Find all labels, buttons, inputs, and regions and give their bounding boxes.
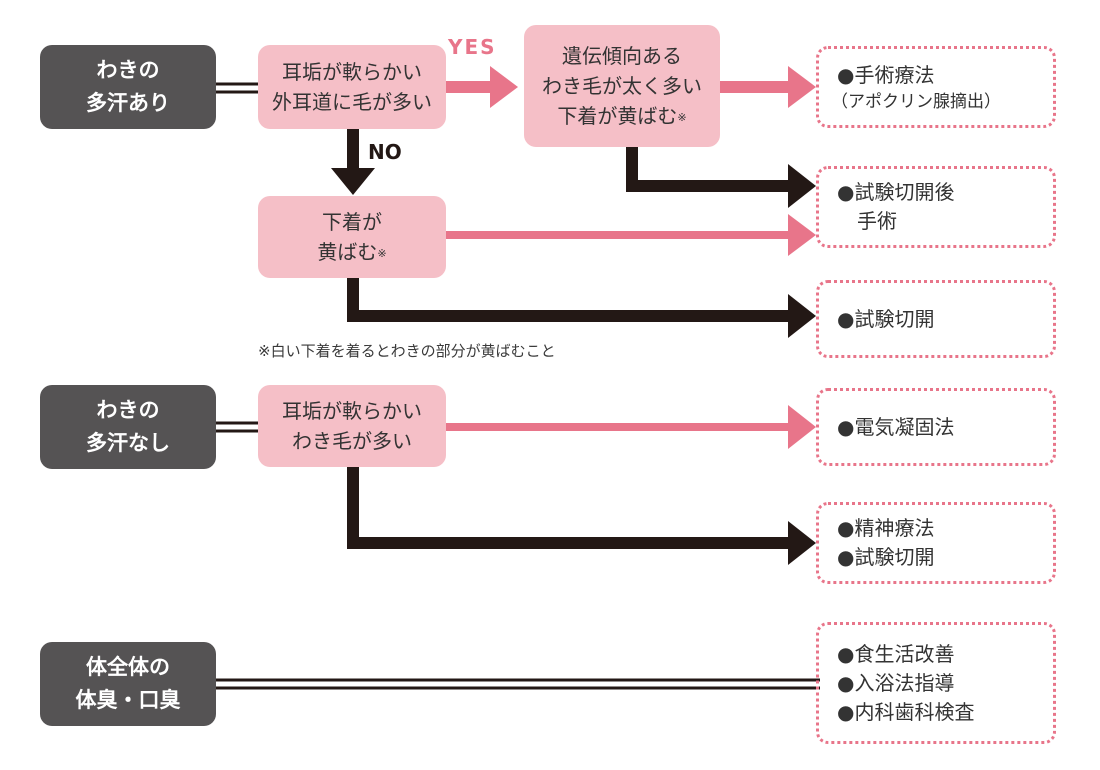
yes-label: YES (448, 35, 497, 59)
arrow-to-surgery (720, 66, 816, 108)
double-connector-1 (215, 82, 260, 94)
result-main: ●手術療法 (837, 61, 1053, 90)
bullet-icon: ● (837, 306, 855, 331)
yes-node-line: わき毛が太く多い (542, 74, 702, 98)
no-node-line: 黄ばむ※ (317, 237, 386, 267)
result-incision: ●試験切開 (816, 280, 1056, 358)
condition-node-earwax: 耳垢が軟らかい 外耳道に毛が多い (258, 45, 446, 129)
condition-line: 耳垢が軟らかい (282, 399, 422, 423)
double-connector-3 (215, 678, 820, 690)
result-surgery: ●手術療法 （アポクリン腺摘出） (816, 46, 1056, 128)
no-node-line: 下着が (322, 210, 382, 234)
result-main: ●試験切開後 (837, 178, 1053, 207)
no-arrow (331, 128, 375, 195)
start-node-line: 体全体の (86, 655, 170, 679)
yes-node-genetic: 遺伝傾向ある わき毛が太く多い 下着が黄ばむ※ (524, 25, 720, 147)
result-text: 試験切開 (854, 306, 935, 331)
arrow-to-electrocoagulation (446, 405, 816, 449)
bullet-icon: ● (837, 670, 855, 695)
start-node-line: わきの (96, 398, 160, 422)
no-label: NO (368, 140, 402, 164)
result-text: 食生活改善 (854, 641, 955, 666)
start-node-line: 体臭・口臭 (75, 688, 181, 712)
yes-arrow (444, 66, 518, 108)
arrow-yellowing-to-incision-surgery (446, 214, 816, 256)
condition-line: 外耳道に毛が多い (272, 90, 432, 114)
result-psychotherapy-incision: ●精神療法 ●試験切開 (816, 502, 1056, 584)
start-node-no-sweating: わきの 多汗なし (40, 385, 216, 469)
result-item: ●試験切開 (837, 543, 1053, 572)
bullet-icon: ● (837, 545, 855, 569)
condition-node-earwax-hair: 耳垢が軟らかい わき毛が多い (258, 385, 446, 467)
yes-node-line-text: 下着が黄ばむ (557, 104, 678, 128)
no-node-yellowing: 下着が 黄ばむ※ (258, 196, 446, 278)
arrow-to-incision (347, 278, 816, 338)
bullet-icon: ● (837, 516, 855, 540)
arrow-to-psychotherapy (347, 467, 816, 565)
result-sub: 手術 (857, 209, 897, 233)
result-incision-surgery: ●試験切開後 手術 (816, 166, 1056, 248)
condition-line: わき毛が多い (292, 429, 412, 453)
bullet-icon: ● (837, 414, 855, 439)
result-text: 手術療法 (854, 62, 935, 87)
result-main: ●試験切開 (837, 305, 1053, 334)
double-connector-2 (215, 421, 260, 433)
result-text: 精神療法 (854, 516, 935, 540)
result-item: ●内科歯科検査 (837, 698, 1053, 727)
result-item: ●入浴法指導 (837, 669, 1053, 698)
start-node-body-odor: 体全体の 体臭・口臭 (40, 642, 216, 726)
result-text: 試験切開後 (854, 180, 955, 204)
start-node-line: 多汗なし (86, 431, 170, 455)
result-sub: （アポクリン腺摘出） (831, 91, 1001, 112)
start-node-line: 多汗あり (86, 91, 170, 115)
yes-node-line: 下着が黄ばむ※ (557, 101, 686, 131)
footnote-mark: ※ (377, 247, 387, 260)
footnote: ※白い下着を着るとわきの部分が黄ばむこと (258, 342, 556, 360)
condition-line: 耳垢が軟らかい (282, 60, 422, 84)
result-lifestyle: ●食生活改善 ●入浴法指導 ●内科歯科検査 (816, 622, 1056, 744)
bullet-icon: ● (837, 641, 855, 666)
bullet-icon: ● (837, 180, 855, 204)
arrow-to-incision-surgery (626, 146, 816, 208)
result-item: ●食生活改善 (837, 640, 1053, 669)
result-text: 内科歯科検査 (854, 699, 975, 724)
no-node-line-text: 黄ばむ (317, 240, 378, 264)
result-main: ●電気凝固法 (837, 413, 1053, 442)
result-text: 電気凝固法 (854, 414, 955, 439)
bullet-icon: ● (837, 62, 855, 87)
result-electrocoagulation: ●電気凝固法 (816, 388, 1056, 466)
start-node-sweating: わきの 多汗あり (40, 45, 216, 129)
yes-node-line: 遺伝傾向ある (562, 44, 682, 68)
result-item: ●精神療法 (837, 514, 1053, 543)
start-node-line: わきの (96, 58, 160, 82)
result-text: 試験切開 (854, 545, 935, 569)
result-text: 入浴法指導 (854, 670, 955, 695)
footnote-mark: ※ (677, 111, 687, 124)
bullet-icon: ● (837, 699, 855, 724)
